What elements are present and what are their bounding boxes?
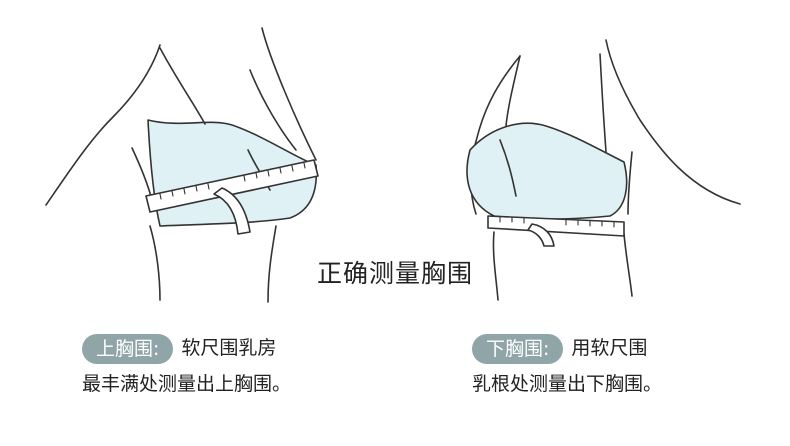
under-bust-line2: 乳根处测量出下胸围。: [472, 373, 663, 395]
upper-bust-caption: 上胸围: 软尺围乳房 最丰满处测量出上胸围。: [82, 330, 291, 402]
left-tape-tail: [213, 187, 251, 235]
right-cleavage-line: [499, 139, 517, 197]
right-tape-tail: [527, 223, 555, 247]
left-figure-front-line: [261, 27, 317, 161]
left-bra-strap: [159, 47, 206, 125]
upper-bust-line2: 最丰满处测量出上胸围。: [82, 373, 292, 395]
under-bust-line1-row: 下胸围: 用软尺围: [472, 330, 662, 366]
right-bra-strap: [505, 55, 521, 127]
right-bra-cup: [466, 122, 628, 220]
right-figure-torso-line: [492, 231, 499, 301]
left-tape-ticks: [159, 162, 306, 200]
upper-bust-figure: [45, 27, 319, 303]
upper-bust-line1-row: 上胸围: 软尺围乳房: [82, 330, 291, 366]
under-bust-figure: [466, 39, 741, 301]
left-figure-belly-line: [267, 225, 277, 303]
upper-bust-badge: 上胸围:: [82, 333, 174, 364]
left-bra-strap-right: [249, 69, 297, 151]
left-measuring-tape: [145, 159, 319, 213]
under-bust-line1: 用软尺围: [571, 337, 648, 359]
right-bra-strap-right: [599, 53, 607, 153]
right-figure-belly-line: [623, 233, 633, 297]
left-figure-arm-outline: [131, 147, 153, 201]
under-bust-badge: 下胸围:: [472, 333, 564, 364]
left-figure-torso-line: [149, 225, 161, 301]
left-figure-back-outline: [45, 44, 161, 206]
under-bust-caption: 下胸围: 用软尺围 乳根处测量出下胸围。: [472, 330, 662, 402]
page-title: 正确测量胸围: [316, 259, 473, 288]
right-figure-arm-outline: [627, 151, 633, 215]
right-measuring-tape: [487, 215, 625, 237]
right-tape-ticks: [499, 216, 615, 228]
upper-bust-line1: 软尺围乳房: [181, 337, 277, 359]
right-figure-front-outline: [605, 39, 741, 205]
